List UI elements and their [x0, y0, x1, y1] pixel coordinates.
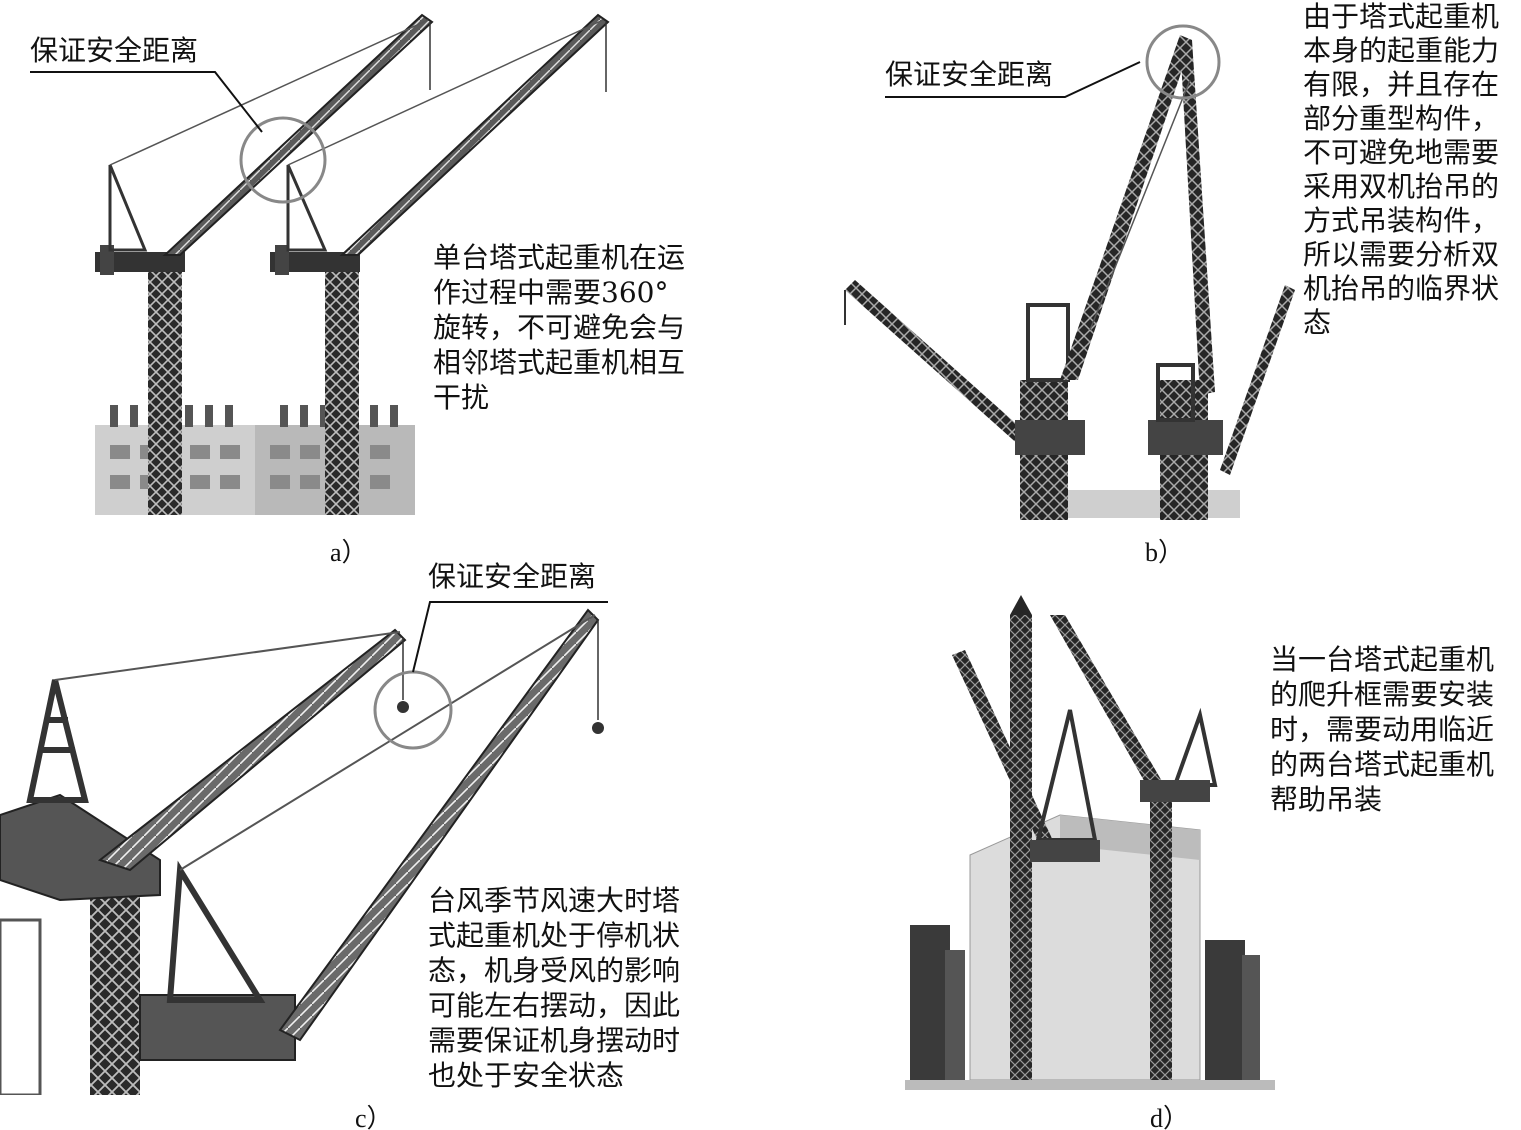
desc-line: 部分重型构件， — [1303, 102, 1518, 136]
edge-structure — [0, 920, 40, 1095]
panel-d-description: 当一台塔式起重机 的爬升框需要安装 时，需要动用临近 的两台塔式起重机 帮助吊装 — [1270, 642, 1520, 817]
callout-label: 保证安全距离 — [428, 560, 596, 594]
callout-leader — [30, 72, 262, 132]
desc-line: 时，需要动用临近 — [1270, 712, 1520, 747]
desc-line: 当一台塔式起重机 — [1270, 642, 1520, 677]
panel-b: 保证安全距离 由于塔式起重机 本身的起重能力 有限，并且存在 部分重型构件， 不… — [760, 0, 1521, 570]
desc-line: 式起重机处于停机状 — [428, 918, 728, 953]
desc-line: 的两台塔式起重机 — [1270, 747, 1520, 782]
building-top — [1060, 490, 1240, 518]
boom-left-high — [1060, 35, 1192, 380]
panel-b-description: 由于塔式起重机 本身的起重能力 有限，并且存在 部分重型构件， 不可避免地需要 … — [1303, 0, 1518, 340]
panel-c: 保证安全距离 台风季节风速大时塔 式起重机处于停机状 态，机身受风的影响 可能左… — [0, 560, 760, 1130]
panel-caption: c） — [355, 1098, 393, 1130]
desc-line: 作过程中需要360° — [433, 275, 733, 310]
desc-line: 态，机身受风的影响 — [428, 953, 728, 988]
desc-line: 需要保证机身摆动时 — [428, 1023, 728, 1058]
desc-line: 可能左右摆动，因此 — [428, 988, 728, 1023]
desc-line: 机抬吊的临界状 — [1303, 272, 1518, 306]
desc-line: 有限，并且存在 — [1303, 68, 1518, 102]
panel-d-illustration — [760, 560, 1521, 1095]
desc-line: 干扰 — [433, 380, 733, 415]
building — [95, 405, 415, 515]
desc-line: 本身的起重能力 — [1303, 34, 1518, 68]
desc-line: 旋转，不可避免会与 — [433, 310, 733, 345]
callout-label: 保证安全距离 — [30, 34, 198, 68]
desc-line: 不可避免地需要 — [1303, 136, 1518, 170]
desc-line: 帮助吊装 — [1270, 782, 1520, 817]
desc-line: 也处于安全状态 — [428, 1058, 728, 1093]
panel-caption: d） — [1150, 1098, 1189, 1130]
callout-label: 保证安全距离 — [885, 58, 1053, 92]
boom-left-low — [845, 280, 1040, 455]
desc-line: 单台塔式起重机在运 — [433, 240, 733, 275]
desc-line: 的爬升框需要安装 — [1270, 677, 1520, 712]
panel-d: 当一台塔式起重机 的爬升框需要安装 时，需要动用临近 的两台塔式起重机 帮助吊装… — [760, 560, 1521, 1130]
panel-c-description: 台风季节风速大时塔 式起重机处于停机状 态，机身受风的影响 可能左右摆动，因此 … — [428, 883, 728, 1093]
desc-line: 采用双机抬吊的 — [1303, 170, 1518, 204]
desc-line: 方式吊装构件， — [1303, 204, 1518, 238]
desc-line: 所以需要分析双 — [1303, 238, 1518, 272]
panel-a-description: 单台塔式起重机在运 作过程中需要360° 旋转，不可避免会与 相邻塔式起重机相互… — [433, 240, 733, 415]
desc-line: 态 — [1303, 306, 1518, 340]
desc-line: 由于塔式起重机 — [1303, 0, 1518, 34]
desc-line: 相邻塔式起重机相互 — [433, 345, 733, 380]
boom-right-low — [1220, 285, 1295, 475]
panel-a: 保证安全距离 单台塔式起重机在运 作过程中需要360° 旋转，不可避免会与 相邻… — [0, 0, 760, 570]
desc-line: 台风季节风速大时塔 — [428, 883, 728, 918]
